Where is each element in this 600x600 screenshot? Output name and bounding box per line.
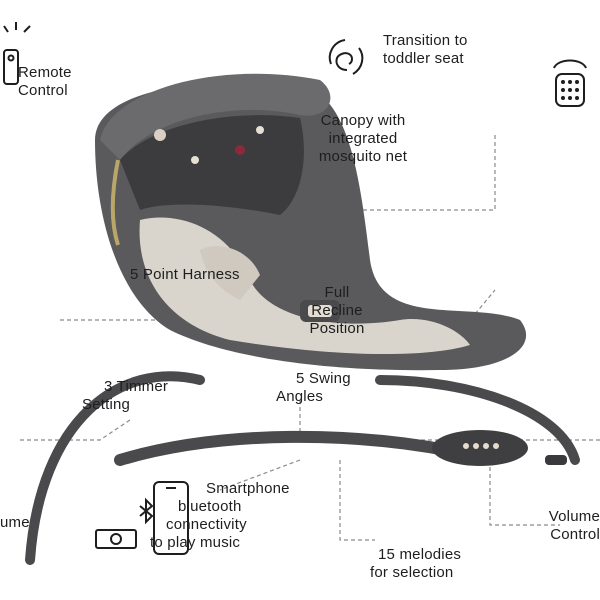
swing-canopy: [100, 73, 331, 246]
volume-left-fragment: ume: [0, 514, 30, 532]
swing-angles-label: 5 Swing Angles: [276, 370, 351, 406]
smartphone-bluetooth-icon: [95, 481, 189, 555]
volume-control-label: Volume Control: [520, 508, 600, 544]
timer-line1: 3 Timmer: [104, 378, 169, 395]
canopy-inner: [120, 115, 304, 215]
toy-2: [235, 145, 245, 155]
canopy-hood: [100, 73, 331, 160]
melodies-line1: 15 melodies: [378, 546, 462, 563]
control-button-4: [493, 443, 499, 449]
harness-label: 5 Point Harness: [130, 266, 240, 284]
toy-3: [191, 156, 199, 164]
dial-keypad-icon: [553, 59, 587, 107]
toy-4: [256, 126, 264, 134]
harness-buckle-tag: [308, 305, 332, 317]
volume-left-line1: ume: [0, 514, 30, 531]
toy-1: [154, 129, 166, 141]
control-button-3: [483, 443, 489, 449]
canopy-line1: Canopy with: [320, 112, 406, 129]
remote-control-line2: Control: [18, 82, 68, 99]
volume-control-line2: Control: [550, 526, 600, 543]
leader-line-melodies: [339, 460, 375, 541]
control-unit: [432, 430, 528, 466]
bluetooth-line2: bluetooth: [178, 498, 242, 515]
frame-base-rear: [375, 375, 580, 465]
remote-control-label: Remote Control: [18, 64, 72, 100]
canopy-label: Canopy with integrated mosquito net: [278, 112, 448, 166]
recline-label: Full Recline Position: [282, 284, 392, 338]
bluetooth-line1: Smartphone: [206, 480, 290, 497]
foot-left: [545, 455, 567, 465]
canopy-line3: mosquito net: [318, 148, 408, 165]
melodies-label: 15 melodies for selection: [370, 546, 461, 582]
control-button-2: [473, 443, 479, 449]
bluetooth-label: Smartphone bluetooth connectivity to pla…: [150, 480, 290, 552]
harness-pad: [200, 246, 260, 300]
bluetooth-line4: to play music: [150, 534, 241, 551]
timer-line2: Setting: [82, 396, 131, 413]
leader-line-volume: [489, 460, 560, 526]
recline-line1: Full: [324, 284, 350, 301]
timer-label: 3 Timmer Setting: [82, 378, 168, 414]
toddler-seat-line1: Transition to: [383, 32, 468, 49]
swing-angles-line1: 5 Swing: [296, 370, 351, 387]
swing-angles-line2: Angles: [276, 388, 324, 405]
recline-line3: Position: [309, 320, 365, 337]
remote-signal-icon: [3, 22, 31, 85]
melodies-line2: for selection: [370, 564, 454, 581]
swing-frame: [25, 371, 580, 565]
toddler-seat-label: Transition to toddler seat: [383, 32, 468, 68]
leader-line-bluetooth: [219, 459, 301, 491]
frame-base-front: [114, 430, 476, 466]
leader-line-toddler: [360, 135, 496, 211]
harness-line1: 5 Point Harness: [130, 266, 240, 283]
recline-line2: Recline: [311, 302, 363, 319]
remote-control-line1: Remote: [18, 64, 72, 81]
canopy-line2: integrated: [328, 130, 398, 147]
bluetooth-line3: connectivity: [166, 516, 247, 533]
leader-line-timer: [20, 419, 131, 441]
volume-control-line1: Volume: [548, 508, 600, 525]
control-button-1: [463, 443, 469, 449]
toddler-seat-line2: toddler seat: [383, 50, 464, 67]
hand-wave-icon: [328, 39, 364, 75]
canopy-net-edge: [110, 159, 120, 246]
frame-arc: [25, 371, 205, 565]
